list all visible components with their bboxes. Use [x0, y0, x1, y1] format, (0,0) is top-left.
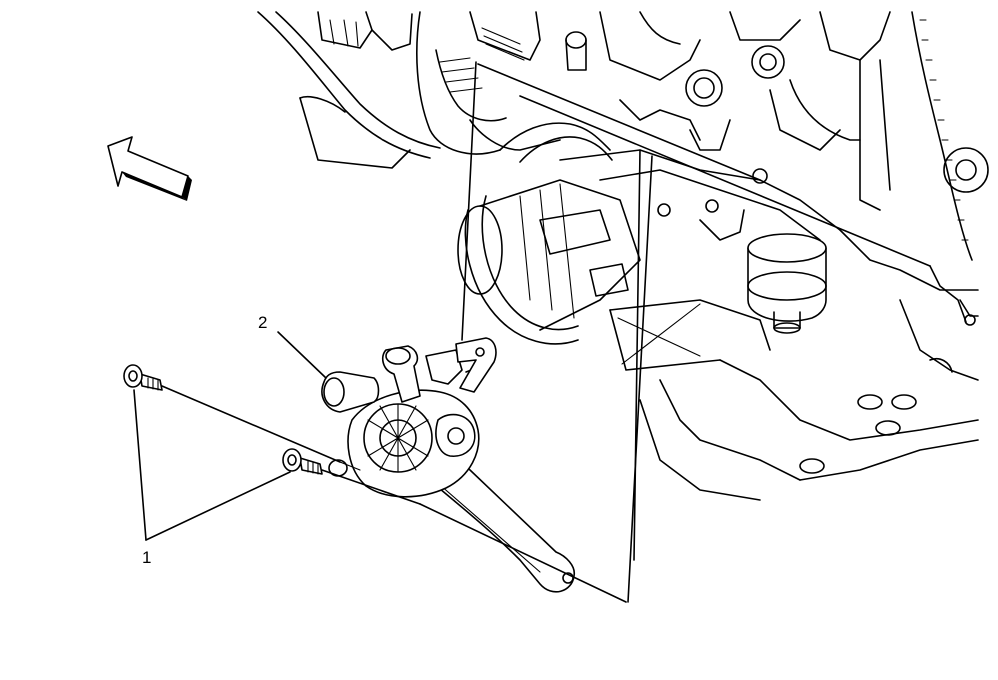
callout-leaders [133, 331, 327, 541]
pump-assembly [321, 337, 576, 593]
bolt-alignment-lines [161, 385, 627, 603]
callout-2-label: 2 [258, 313, 267, 332]
engine-block [257, 11, 989, 501]
leader-lines [461, 61, 653, 603]
front-arrow-icon [107, 136, 192, 201]
callout-1-label: 1 [142, 548, 151, 567]
bolt-lower [282, 448, 323, 475]
bolt-upper [123, 364, 163, 391]
